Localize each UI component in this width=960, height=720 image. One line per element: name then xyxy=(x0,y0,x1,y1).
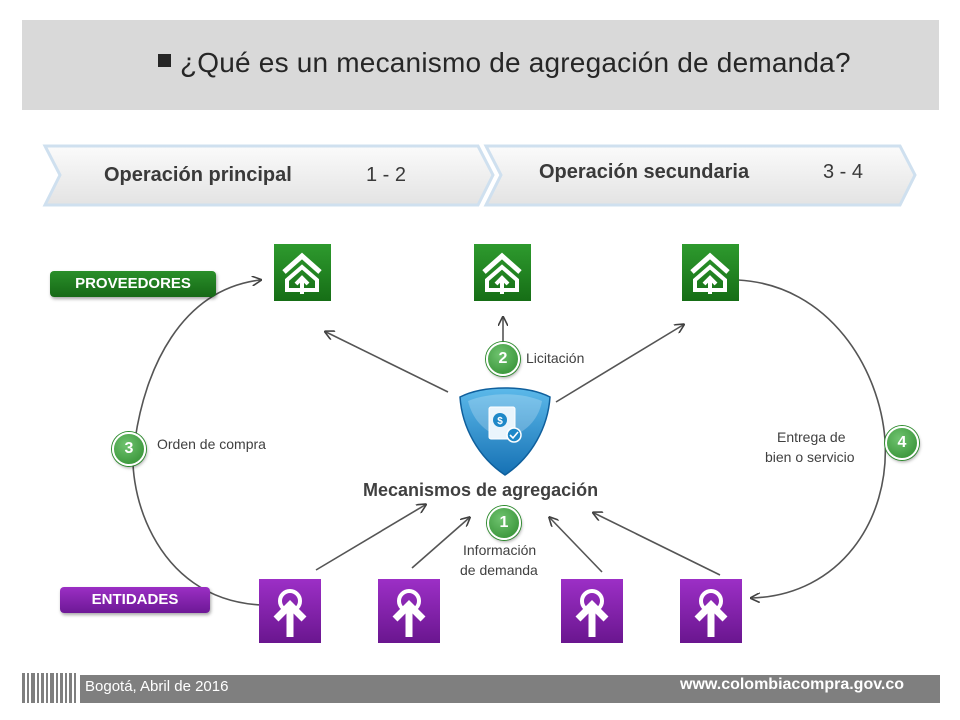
svg-text:$: $ xyxy=(497,416,503,427)
provider-icon xyxy=(474,244,531,301)
arrow-entity4-to-center xyxy=(594,513,721,576)
header-bar xyxy=(22,20,939,110)
center-label: Mecanismos de agregación xyxy=(363,480,599,500)
stage-primary-label: Operación principal xyxy=(104,164,292,186)
step-2-badge: 2 xyxy=(486,342,520,376)
title-bullet-icon xyxy=(158,54,171,67)
step-2-label: Licitación xyxy=(526,350,585,366)
stage-secondary-label: Operación secundaria xyxy=(539,161,750,183)
arrow-entity3-to-center xyxy=(550,518,603,573)
barcode-logo-icon xyxy=(22,673,76,703)
page-title: ¿Qué es un mecanismo de agregación de de… xyxy=(180,47,851,78)
chevron-secondary xyxy=(483,144,917,207)
provider-icon xyxy=(274,244,331,301)
step-1-label-line1: Información xyxy=(463,542,537,558)
entity-icon xyxy=(680,579,742,643)
step-4-label-line2: bien o servicio xyxy=(765,449,855,465)
provider-icon xyxy=(682,244,739,301)
providers-tag: PROVEEDORES xyxy=(50,271,216,297)
stage-secondary-steps: 3 - 4 xyxy=(823,161,864,183)
step-1-badge: 1 xyxy=(487,506,521,540)
arrow-entity1-to-center xyxy=(315,505,425,571)
step-4-label-line1: Entrega de xyxy=(777,429,846,445)
chevron-primary xyxy=(42,144,495,207)
step-4-badge: 4 xyxy=(885,426,919,460)
arrow-entity2-to-center xyxy=(411,518,469,569)
entity-icon xyxy=(378,579,440,643)
step-3-label: Orden de compra xyxy=(157,436,266,452)
footer-url-link[interactable]: www.colombiacompra.gov.co xyxy=(680,676,905,693)
step-1-label-line2: de demanda xyxy=(460,562,538,578)
aggregation-shield-icon: $ xyxy=(459,387,551,476)
step-3-badge: 3 xyxy=(112,432,146,466)
entity-icon xyxy=(561,579,623,643)
arrow-center-to-provider-right xyxy=(555,325,683,403)
entity-icon xyxy=(259,579,321,643)
footer-date: Bogotá, Abril de 2016 xyxy=(85,678,229,695)
footer-bar xyxy=(80,675,940,703)
stage-primary-steps: 1 - 2 xyxy=(366,164,407,186)
arrow-center-to-provider-left xyxy=(326,332,449,393)
entities-tag: ENTIDADES xyxy=(60,587,210,613)
